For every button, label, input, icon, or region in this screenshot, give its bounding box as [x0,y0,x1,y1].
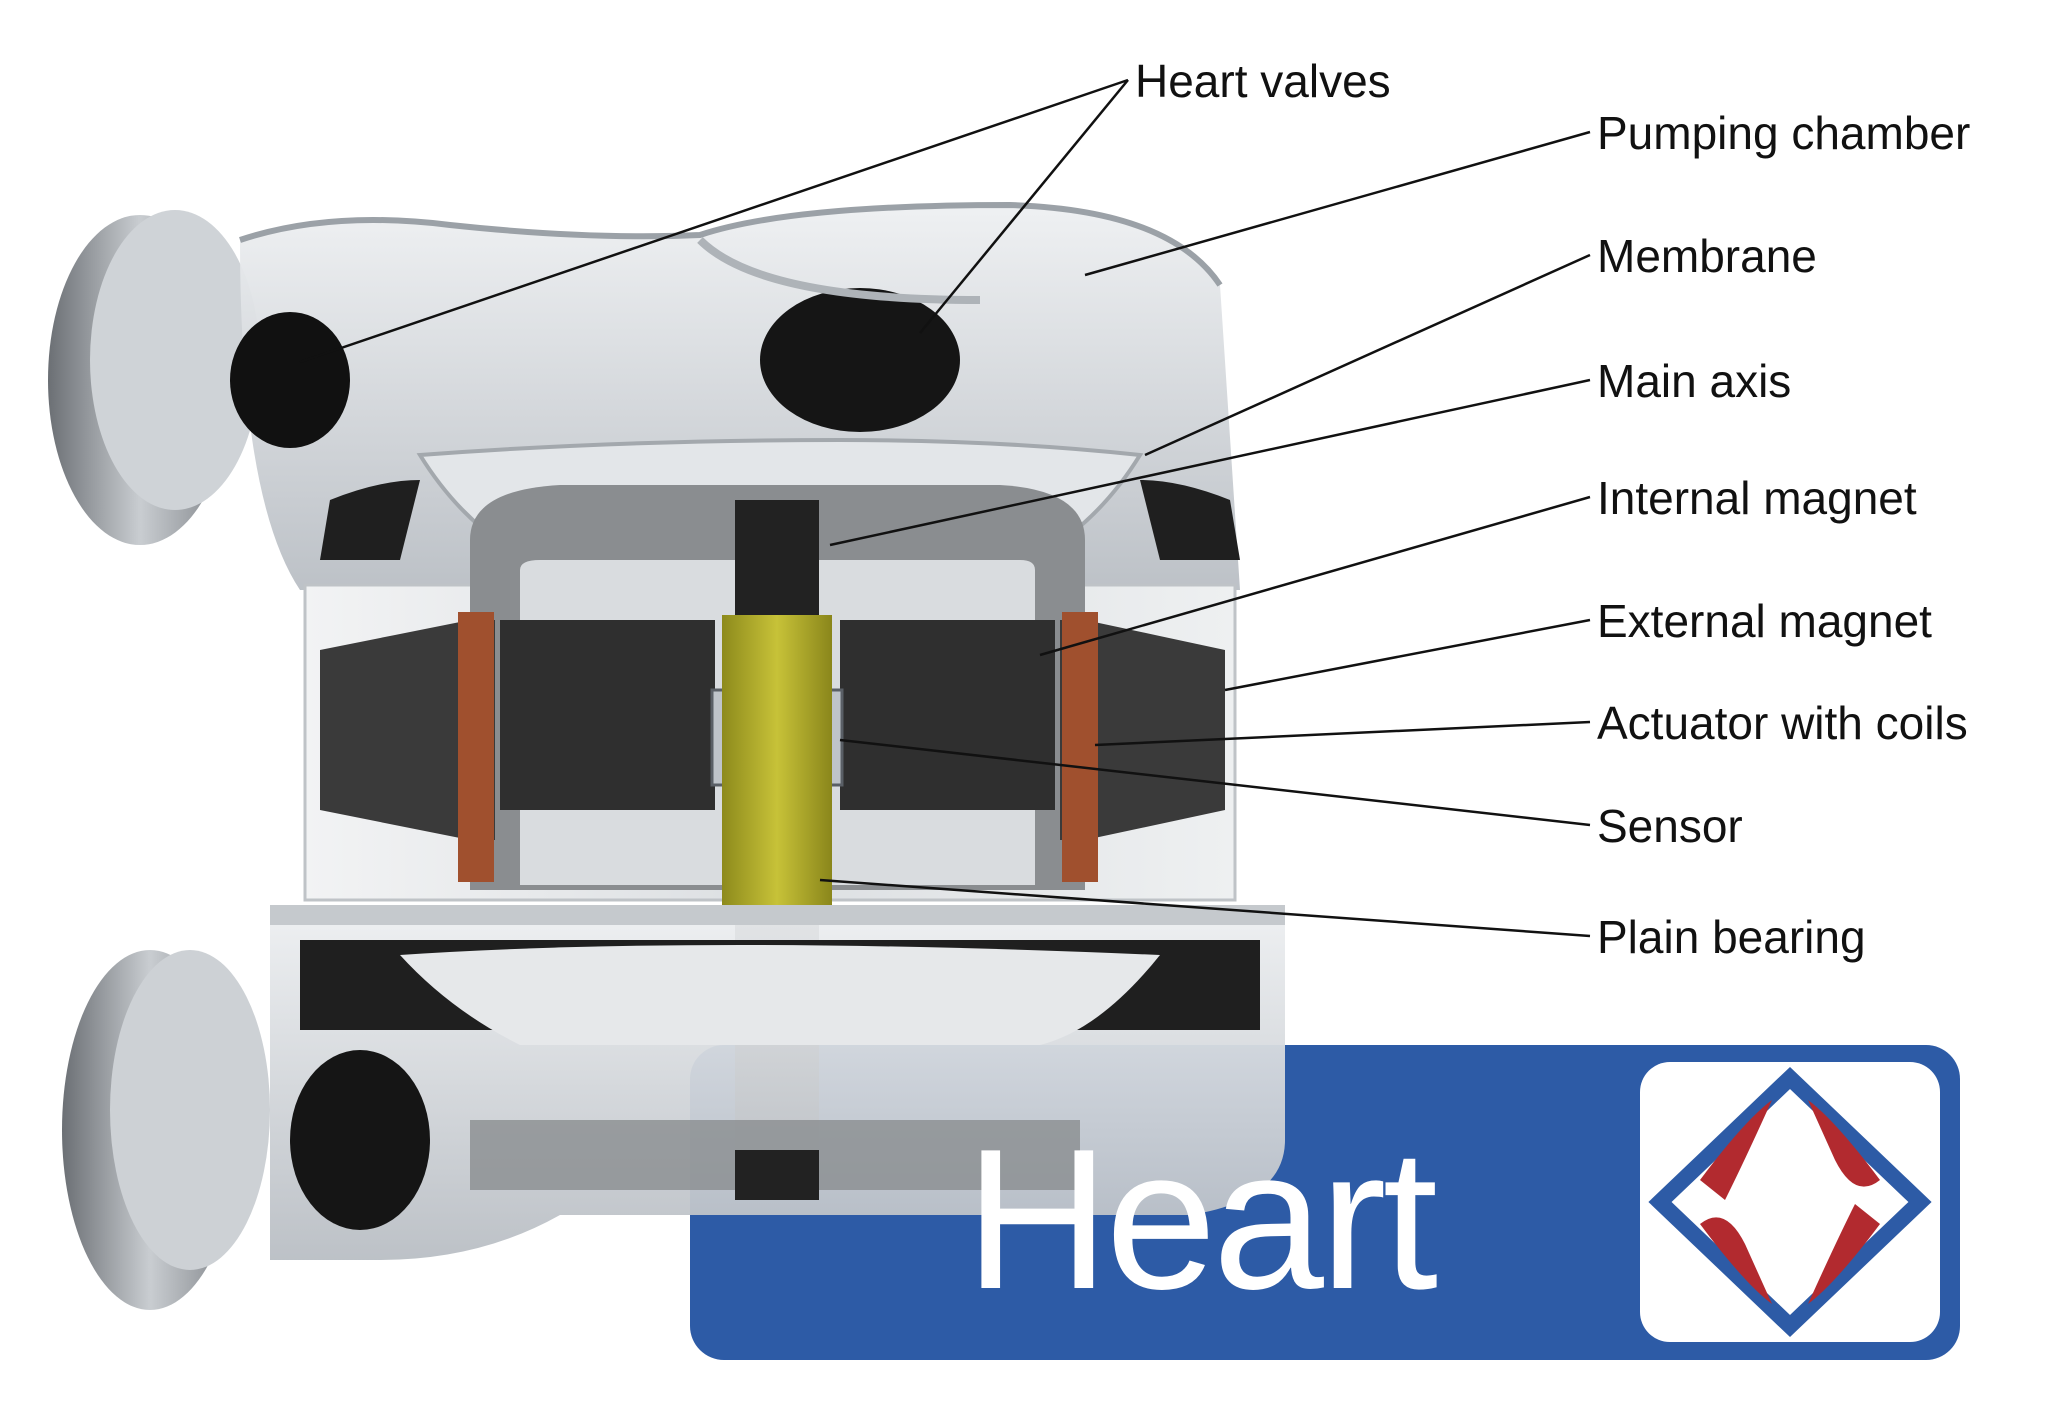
leader-heart-valves-left [299,78,1129,364]
logo-emblem-icon [1648,1066,1932,1338]
label-plain-bearing: Plain bearing [1597,911,1866,963]
left-valve-opening [230,312,350,448]
label-external-magnet: External magnet [1597,595,1932,647]
plain-bearing [722,615,832,915]
label-main-axis: Main axis [1597,355,1792,407]
leader-heart-valves-right [919,79,1129,334]
label-membrane: Membrane [1597,230,1817,282]
lower-housing [270,905,1285,1260]
logo-wordmark: Heart [965,1108,1438,1331]
external-magnet-right [1062,612,1098,882]
leader-membrane [1144,253,1591,457]
label-sensor: Sensor [1597,800,1743,852]
leader-external-magnet [1224,618,1591,692]
label-actuator-with-coils: Actuator with coils [1597,697,1968,749]
leader-plain-bearing [819,878,1591,938]
label-heart-valves: Heart valves [1135,55,1391,107]
leader-sensor [839,738,1591,827]
leader-lines [299,78,1591,938]
actuator-coils-left [320,620,495,840]
leader-pumping-chamber [1084,130,1591,277]
top-left-port [48,210,260,545]
external-magnet-left [458,612,494,882]
label-pumping-chamber: Pumping chamber [1597,107,1971,159]
actuator-coils-right [1060,620,1225,840]
leader-actuator-with-coils [1094,720,1591,747]
leader-internal-magnet [1039,495,1591,657]
label-internal-magnet: Internal magnet [1597,472,1917,524]
right-valve-opening [760,288,960,432]
leader-main-axis [829,378,1591,547]
bottom-left-port [62,950,270,1310]
lower-valve-opening [290,1050,430,1230]
